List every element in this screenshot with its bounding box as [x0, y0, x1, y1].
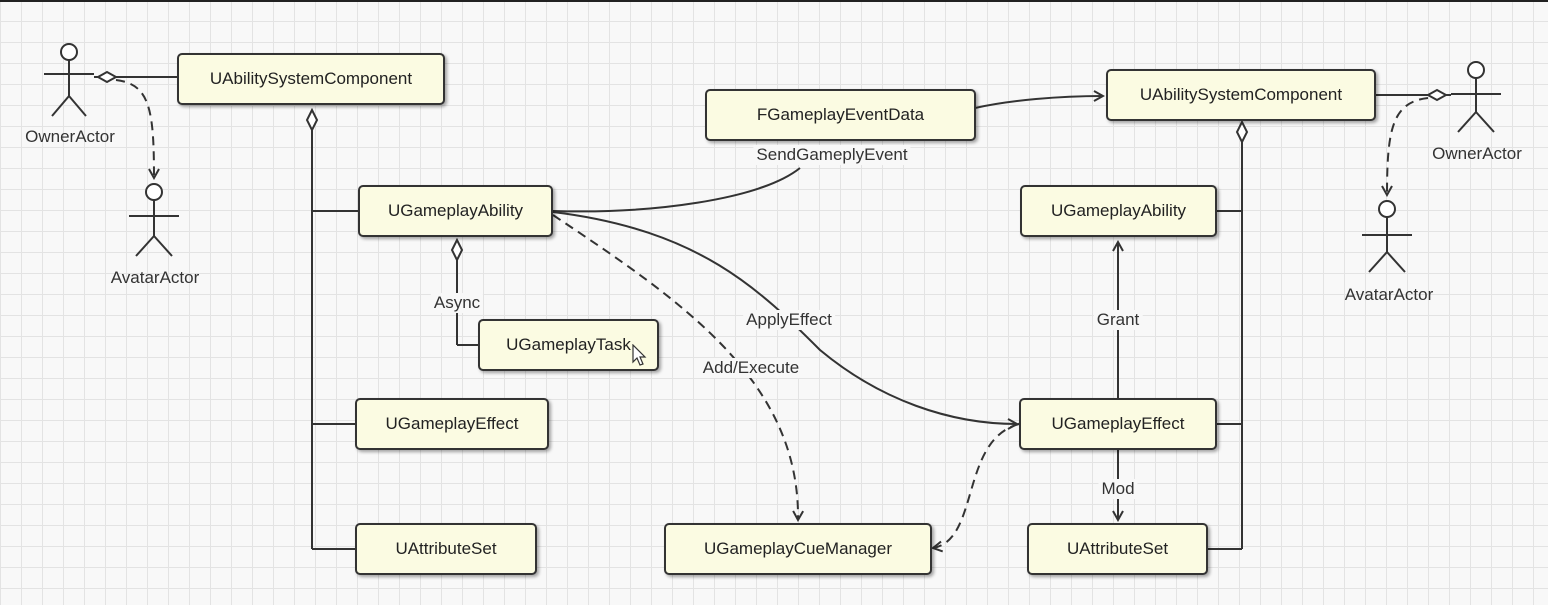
gameplay-event-data[interactable]: FGameplayEventData	[705, 89, 976, 141]
owner-actor-left-figure	[44, 43, 94, 117]
right-gameplay-effect[interactable]: UGameplayEffect	[1019, 398, 1217, 450]
cue-manager-label: UGameplayCueManager	[703, 539, 893, 558]
left-avatar-actor-label: AvatarActor	[110, 268, 200, 287]
send-gameplay-event-label: SendGameplyEvent	[753, 145, 911, 165]
gameplay-cue-manager[interactable]: UGameplayCueManager	[664, 523, 932, 575]
grant-label: Grant	[1093, 310, 1143, 330]
left-gameplay-task[interactable]: UGameplayTask	[478, 319, 659, 371]
apply-effect-label: ApplyEffect	[743, 310, 835, 330]
async-label: Async	[430, 293, 484, 313]
middle-flow-connectors	[552, 96, 1118, 548]
right-asc-label: UAbilitySystemComponent	[1139, 85, 1343, 104]
window-top-border	[0, 0, 1548, 2]
right-effect-label: UGameplayEffect	[1051, 414, 1185, 433]
left-attribute-set[interactable]: UAttributeSet	[355, 523, 537, 575]
avatar-actor-left-figure	[129, 183, 179, 257]
owner-actor-right-figure	[1451, 61, 1501, 133]
event-data-label: FGameplayEventData	[756, 105, 925, 124]
right-avatar-actor-label: AvatarActor	[1344, 285, 1434, 304]
avatar-actor-right-figure	[1362, 200, 1412, 273]
left-ability-label: UGameplayAbility	[387, 201, 524, 220]
mod-label: Mod	[1098, 479, 1138, 499]
left-composition-connectors	[94, 70, 479, 550]
left-asc-label: UAbilitySystemComponent	[209, 69, 413, 88]
right-ability-label: UGameplayAbility	[1050, 201, 1187, 220]
left-owner-actor-label: OwnerActor	[25, 127, 115, 146]
right-ability-system-component[interactable]: UAbilitySystemComponent	[1106, 69, 1376, 121]
left-task-label: UGameplayTask	[506, 335, 631, 354]
right-attrset-label: UAttributeSet	[1066, 539, 1169, 558]
left-effect-label: UGameplayEffect	[385, 414, 519, 433]
left-gameplay-effect[interactable]: UGameplayEffect	[355, 398, 549, 450]
right-owner-actor-label: OwnerActor	[1432, 144, 1522, 163]
left-gameplay-ability[interactable]: UGameplayAbility	[358, 185, 553, 237]
left-ability-system-component[interactable]: UAbilitySystemComponent	[177, 53, 445, 105]
right-composition-connectors	[1208, 88, 1451, 550]
right-gameplay-ability[interactable]: UGameplayAbility	[1020, 185, 1217, 237]
left-attrset-label: UAttributeSet	[395, 539, 497, 558]
mouse-cursor-icon	[632, 344, 647, 366]
add-execute-label: Add/Execute	[699, 358, 803, 378]
right-attribute-set[interactable]: UAttributeSet	[1027, 523, 1208, 575]
